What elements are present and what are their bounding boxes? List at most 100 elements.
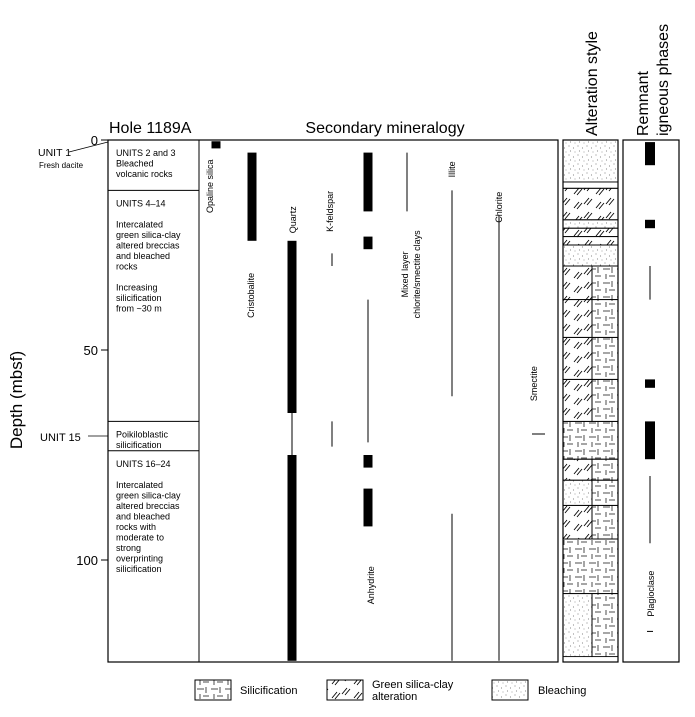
- hole-title: Hole 1189A: [109, 120, 192, 137]
- alteration-interval-silicification: [591, 479, 619, 506]
- mineral-label: Anhydrite: [366, 566, 376, 604]
- unit-description-line: rocks: [116, 261, 138, 271]
- plagioclase-label: Plagioclase: [646, 571, 656, 617]
- mineral-label: Quartz: [288, 206, 298, 234]
- mineral-label: Smectite: [529, 366, 539, 401]
- legend-swatch-silicification: [194, 679, 232, 701]
- unit-description-line: green silica-clay: [116, 490, 181, 500]
- alteration-interval-bleaching: [562, 593, 593, 658]
- alteration-interval-silicification: [562, 420, 619, 460]
- unit-description-line: Intercalated: [116, 480, 163, 490]
- alteration-interval-green: [562, 458, 593, 481]
- unit-description-line: rocks with: [116, 522, 156, 532]
- mineral-label: K-feldspar: [325, 191, 335, 232]
- unit1-label: UNIT 1: [38, 147, 71, 159]
- unit1-sublabel: Fresh dacite: [39, 161, 84, 170]
- alteration-interval-green: [562, 187, 619, 221]
- unit-description-line: from ~30 m: [116, 303, 162, 313]
- unit-description-line: UNITS 4–14: [116, 198, 166, 208]
- unit-description-line: silicification: [116, 564, 162, 574]
- alteration-interval-silicification: [591, 593, 619, 658]
- unit-description-line: green silica-clay: [116, 230, 181, 240]
- mineral-range-thick: [211, 141, 221, 149]
- unit-description-line: UNITS 16–24: [116, 459, 171, 469]
- unit15-label: UNIT 15: [40, 432, 81, 444]
- secondary-mineralogy-header: Secondary mineralogy: [305, 120, 464, 137]
- mineral-range-thick: [287, 240, 297, 413]
- unit-description-line: Poikiloblastic: [116, 429, 169, 439]
- alteration-interval-blank: [562, 181, 619, 189]
- remnant-header-line2: igneous phases: [655, 24, 672, 136]
- y-tick-label: 50: [84, 343, 98, 358]
- y-tick-label: 0: [91, 133, 98, 148]
- alteration-interval-silicification: [591, 299, 619, 338]
- mineral-label: Mixed layer: [400, 251, 410, 297]
- mineral-label: Illite: [447, 161, 457, 177]
- legend-label: Bleaching: [538, 685, 586, 697]
- mineral-range-thick: [363, 236, 373, 250]
- y-axis-ticks: 0 50 100: [76, 133, 108, 568]
- remnant-header-line1: Remnant: [635, 71, 652, 136]
- unit-description-line: silicification: [116, 293, 162, 303]
- unit-description-line: Bleached: [116, 159, 154, 169]
- alteration-interval-green: [562, 378, 593, 422]
- alteration-interval-bleaching: [562, 139, 619, 183]
- mineral-range-thick: [363, 152, 373, 212]
- unit-description-line: UNITS 2 and 3: [116, 148, 176, 158]
- legend-swatch-bleaching: [491, 679, 529, 701]
- alteration-interval-silicification: [591, 378, 619, 422]
- mineral-range-thick: [363, 488, 373, 527]
- unit-description-line: altered breccias: [116, 240, 180, 250]
- alteration-interval-green: [562, 227, 619, 238]
- unit-description-line: altered breccias: [116, 501, 180, 511]
- mineral-label: Chlorite: [494, 192, 504, 223]
- unit-description-line: volcanic rocks: [116, 169, 173, 179]
- alteration-interval-bleaching: [562, 244, 619, 267]
- alteration-interval-green: [562, 265, 593, 301]
- alteration-column: [562, 139, 619, 658]
- unit1-pointer: [68, 141, 109, 153]
- mineral-label: Cristobalite: [246, 273, 256, 318]
- alteration-interval-green: [562, 336, 593, 380]
- alteration-style-header: Alteration style: [584, 31, 601, 136]
- alteration-interval-silicification: [591, 265, 619, 301]
- unit-description-line: and bleached: [116, 251, 170, 261]
- alteration-interval-silicification: [591, 458, 619, 481]
- main-column-frame: [107, 139, 559, 663]
- remnant-range-thick: [645, 379, 655, 388]
- alteration-interval-bleaching: [562, 219, 619, 229]
- unit-description-line: Intercalated: [116, 219, 163, 229]
- mineral-label: Opaline silica: [205, 159, 215, 213]
- unit-description-line: overprinting: [116, 553, 163, 563]
- y-tick-label: 100: [76, 553, 98, 568]
- legend-swatch-green: [326, 679, 364, 701]
- unit-description-line: silicification: [116, 440, 162, 450]
- alteration-interval-silicification: [591, 336, 619, 380]
- unit-description-line: strong: [116, 543, 141, 553]
- mineral-label: chlorite/smectite clays: [412, 230, 422, 319]
- alteration-interval-silicification: [591, 504, 619, 540]
- legend-label: Green silica-clay: [372, 679, 454, 691]
- alteration-interval-green: [562, 299, 593, 338]
- remnant-range-thick: [645, 421, 655, 460]
- remnant-frame: [622, 139, 680, 663]
- mineral-range-thick: [287, 455, 297, 661]
- alteration-frame: [562, 139, 619, 663]
- mineral-range-thick: [247, 152, 257, 241]
- alteration-interval-green: [562, 236, 619, 246]
- remnant-range-thick: [645, 219, 655, 229]
- remnant-column: Plagioclase: [645, 142, 656, 632]
- alteration-interval-bleaching: [562, 479, 593, 506]
- unit-description-line: moderate to: [116, 532, 164, 542]
- mineral-ranges: [211, 141, 545, 661]
- alteration-interval-green: [562, 504, 593, 540]
- unit-description-line: Increasing: [116, 282, 158, 292]
- y-axis-label: Depth (mbsf): [7, 351, 26, 449]
- unit-description-line: and bleached: [116, 511, 170, 521]
- legend-label: alteration: [372, 691, 417, 703]
- mineral-range-thick: [363, 455, 373, 468]
